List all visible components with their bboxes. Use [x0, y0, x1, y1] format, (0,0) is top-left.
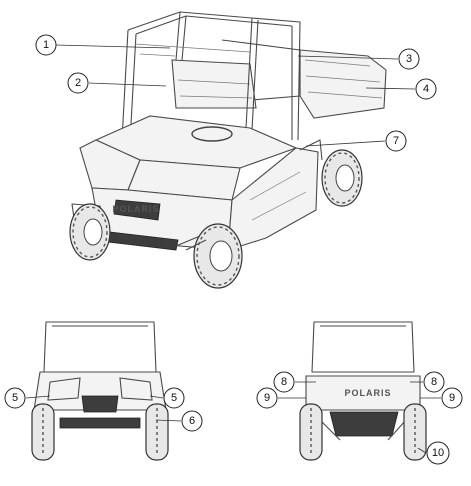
svg-text:5: 5: [171, 392, 177, 404]
svg-text:9: 9: [449, 392, 455, 404]
callout-2: 2: [67, 72, 89, 94]
grille: [113, 199, 161, 221]
callout-1: 1: [35, 34, 57, 56]
callout-5-left: 5: [4, 387, 26, 409]
front-view-right-wheel: [145, 403, 169, 461]
brand-label: POLARIS: [112, 204, 159, 214]
rear-view: POLARIS: [299, 321, 427, 461]
rear-roll-cage: [311, 321, 415, 373]
svg-text:5: 5: [12, 392, 18, 404]
rear-view-left-wheel: [299, 403, 323, 461]
callout-4: 4: [415, 78, 437, 100]
front-right-wheel: [193, 223, 243, 289]
front-left-wheel: [69, 203, 111, 261]
front-view-left-wheel: [31, 403, 55, 461]
cargo-bed: [299, 49, 387, 119]
rear-right-wheel: [321, 149, 363, 207]
callout-3: 3: [398, 48, 420, 70]
front-view-bumper: [59, 417, 141, 429]
callout-7: 7: [385, 130, 407, 152]
front-grille: [81, 395, 119, 413]
svg-text:4: 4: [423, 83, 429, 95]
callout-6: 6: [181, 410, 203, 432]
callout-10: 10: [426, 441, 450, 465]
callout-8-right: 8: [423, 371, 445, 393]
callout-9-left: 9: [256, 387, 278, 409]
svg-text:6: 6: [189, 415, 195, 427]
svg-text:3: 3: [406, 53, 412, 65]
svg-text:8: 8: [281, 376, 287, 388]
callout-8-left: 8: [273, 371, 295, 393]
callout-5-right: 5: [163, 387, 185, 409]
steering-wheel: [191, 126, 233, 142]
svg-text:10: 10: [432, 447, 444, 459]
svg-text:7: 7: [393, 135, 399, 147]
svg-text:9: 9: [264, 392, 270, 404]
front-roll-cage: [43, 321, 157, 373]
leader-lines: [25, 44, 441, 454]
front-view: [31, 321, 169, 461]
callout-9-right: 9: [441, 387, 463, 409]
svg-text:8: 8: [431, 376, 437, 388]
rear-drivetrain: [329, 411, 399, 437]
seat-back: [171, 59, 257, 109]
roll-cage: [127, 11, 301, 141]
rear-view-right-wheel: [403, 403, 427, 461]
main-vehicle-view: POLARIS: [69, 11, 387, 289]
svg-text:2: 2: [75, 77, 81, 89]
rear-brand-label: POLARIS: [344, 388, 391, 398]
svg-text:1: 1: [43, 39, 49, 51]
